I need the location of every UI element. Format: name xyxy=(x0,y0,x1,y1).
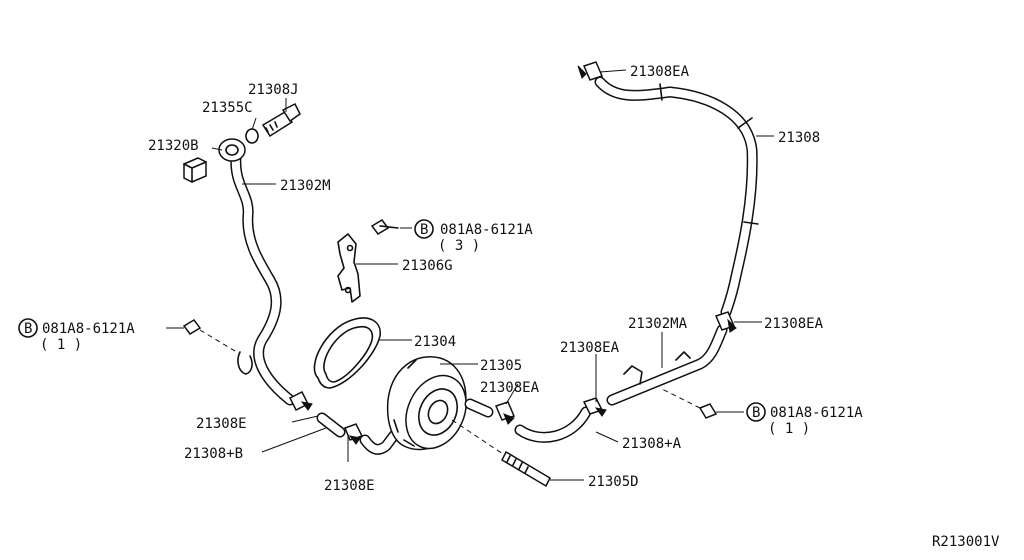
plug-21320b xyxy=(183,157,207,183)
label-21308: 21308 xyxy=(778,130,820,146)
label-21308b: 21308+B xyxy=(184,446,243,462)
washer-21355c xyxy=(245,128,259,144)
bolt-right xyxy=(659,387,718,419)
hose-21308b xyxy=(316,412,346,438)
label-21308e-lower: 21308E xyxy=(324,478,375,494)
callout-b-icon: B xyxy=(24,321,32,337)
hose-21308a xyxy=(514,406,592,443)
clamp-21308ea-right xyxy=(714,311,737,333)
seal-ring-21304 xyxy=(313,317,381,389)
label-21308ea-right: 21308EA xyxy=(764,316,824,332)
clamp-21308ea-mid xyxy=(582,397,607,417)
label-21308j: 21308J xyxy=(248,82,299,98)
elbow-pipe-lower xyxy=(359,424,404,455)
label-21302ma: 21302MA xyxy=(628,316,688,332)
callout-left-part: 081A8-6121A xyxy=(42,321,135,337)
hose-21302m xyxy=(230,152,296,406)
hose-21308 xyxy=(594,76,759,318)
callout-right-qty: ( 1 ) xyxy=(768,421,810,437)
label-21305d: 21305D xyxy=(588,474,639,490)
callout-bolt-left: B 081A8-6121A ( 1 ) xyxy=(18,318,135,353)
label-21355c: 21355C xyxy=(202,100,253,116)
pipe-21302ma xyxy=(606,324,728,406)
leader-lines xyxy=(166,69,774,481)
label-21308ea-mid: 21308EA xyxy=(560,340,620,356)
callout-b-icon: B xyxy=(752,405,760,421)
eye-fitting-21302m xyxy=(218,138,246,162)
callout-middle-part: 081A8-6121A xyxy=(440,222,533,238)
sensor-21308j xyxy=(261,102,301,138)
pipe-cooler-outlet xyxy=(464,398,494,418)
label-21306g: 21306G xyxy=(402,258,453,274)
label-21304: 21304 xyxy=(414,334,456,350)
label-21305: 21305 xyxy=(480,358,522,374)
bracket-21306g xyxy=(337,233,361,303)
callout-bolt-middle: B 081A8-6121A ( 3 ) xyxy=(414,219,533,254)
callout-b-icon: B xyxy=(420,222,428,238)
clamp-21308ea-top xyxy=(577,61,604,81)
diagram-id: R213001V xyxy=(932,534,1000,550)
label-21308ea-low: 21308EA xyxy=(480,380,540,396)
bolt-middle xyxy=(370,219,399,235)
label-21302m: 21302M xyxy=(280,178,331,194)
clamp-21308e-upper xyxy=(288,390,313,412)
bolt-left xyxy=(182,319,241,355)
callout-right-part: 081A8-6121A xyxy=(770,405,863,421)
callout-bolt-right: B 081A8-6121A ( 1 ) xyxy=(746,402,863,437)
hose-clip-left xyxy=(237,351,253,375)
callout-middle-qty: ( 3 ) xyxy=(438,238,480,254)
label-21308e-upper: 21308E xyxy=(196,416,247,432)
stud-21305d xyxy=(451,419,551,488)
label-21320b: 21320B xyxy=(148,138,199,154)
callout-left-qty: ( 1 ) xyxy=(40,337,82,353)
clamp-21308ea-low xyxy=(494,401,516,425)
label-21308a: 21308+A xyxy=(622,436,682,452)
label-21308ea-top: 21308EA xyxy=(630,64,690,80)
oil-cooler-21305 xyxy=(386,356,467,451)
